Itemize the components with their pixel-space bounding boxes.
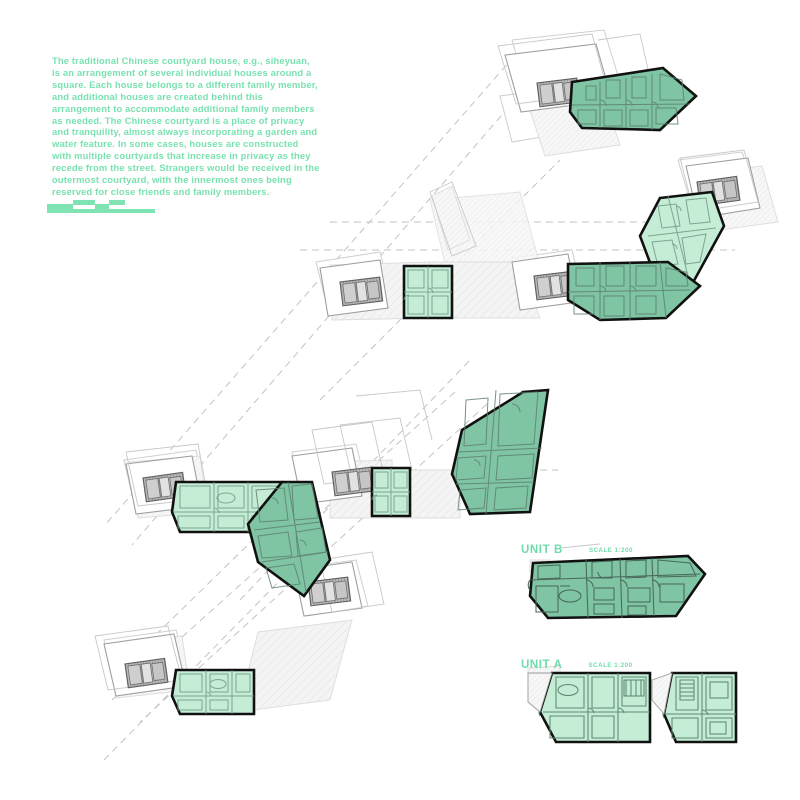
unit-b-scale: SCALE 1:200 bbox=[588, 547, 633, 554]
unit-a-plan-right[interactable] bbox=[651, 671, 738, 744]
unit-a-label: UNIT A SCALE 1:200 bbox=[521, 655, 633, 673]
description-paragraph: The traditional Chinese courtyard house,… bbox=[52, 55, 320, 197]
unit-b-name: UNIT B bbox=[521, 544, 563, 556]
unit-a-scale: SCALE 1:200 bbox=[588, 662, 633, 669]
cluster-center-right[interactable] bbox=[450, 388, 550, 516]
cluster-right-lower[interactable] bbox=[566, 260, 703, 322]
unit-a-name: UNIT A bbox=[521, 659, 563, 671]
cluster-center-small[interactable] bbox=[370, 466, 412, 518]
cluster-top-right[interactable] bbox=[568, 66, 698, 132]
unit-b-plan[interactable] bbox=[527, 554, 707, 620]
unit-a-plan-left[interactable] bbox=[527, 671, 652, 744]
unit-b-label: UNIT B SCALE 1:200 bbox=[521, 540, 633, 558]
cluster-center[interactable] bbox=[402, 264, 454, 320]
graphic-scale-bar bbox=[47, 200, 155, 213]
cluster-bottom-left[interactable] bbox=[170, 668, 256, 716]
cluster-left-lower[interactable] bbox=[246, 480, 332, 598]
